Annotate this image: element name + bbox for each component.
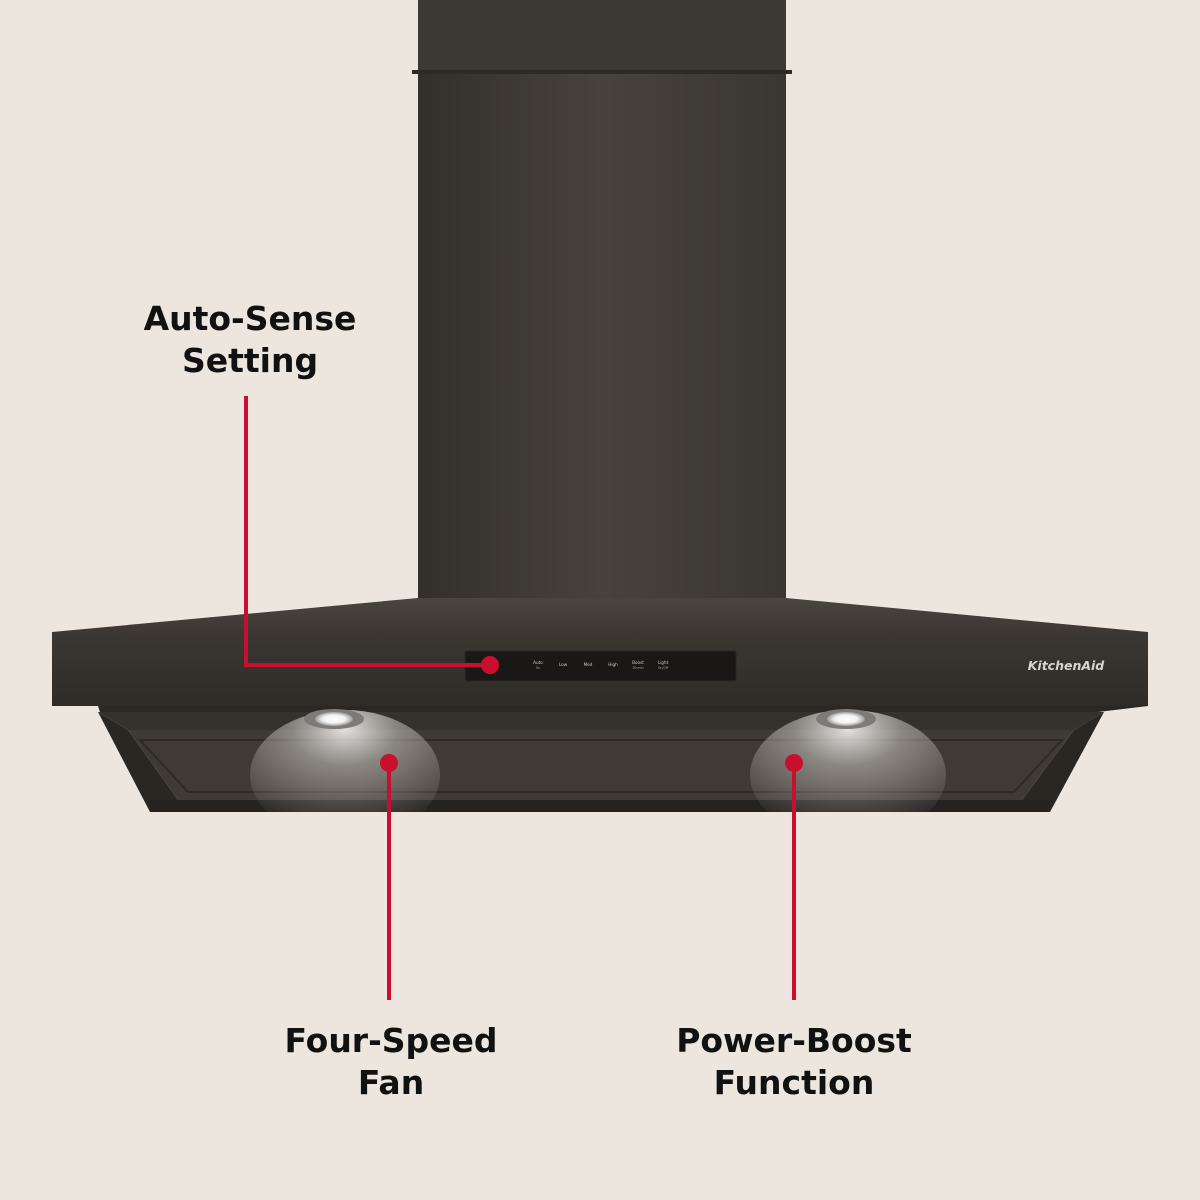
callout-four-speed-pointer (380, 754, 398, 1000)
callout-label-auto-sense: Auto-Sense Setting (144, 298, 357, 382)
callout-four-speed-line1: Four-Speed (284, 1021, 498, 1060)
lamp-left (304, 709, 364, 729)
light-beam-right (750, 710, 946, 840)
panel-button-label: Low (559, 662, 568, 667)
callout-power-boost-pointer (785, 754, 803, 1000)
callout-label-power-boost: Power-Boost Function (676, 1020, 912, 1104)
panel-button-med[interactable]: Med (584, 662, 593, 667)
callout-power-boost-line1: Power-Boost (676, 1021, 912, 1060)
callout-auto-sense-line2: Setting (181, 341, 319, 380)
panel-button-label: Boost (632, 660, 644, 665)
panel-button-low[interactable]: Low (559, 662, 568, 667)
brand-logo: KitchenAid (1028, 658, 1106, 673)
panel-button-high[interactable]: High (608, 662, 618, 667)
callout-four-speed-line2: Fan (357, 1063, 425, 1102)
callout-auto-sense-pointer (244, 396, 499, 674)
chimney (412, 0, 792, 600)
panel-button-label: Med (584, 662, 593, 667)
panel-button-sublabel: 30 min (632, 666, 643, 670)
panel-button-label: Light (658, 660, 669, 665)
canopy (52, 598, 1148, 632)
lamp-right (816, 709, 876, 729)
panel-button-sublabel: On/Off (658, 666, 669, 670)
panel-button-label: High (608, 662, 618, 667)
callout-auto-sense-line1: Auto-Sense (143, 299, 357, 338)
callout-power-boost-line2: Function (713, 1063, 875, 1102)
panel-button-label: Auto (533, 660, 543, 665)
light-beam-left (250, 710, 440, 840)
callout-label-four-speed: Four-Speed Fan (284, 1020, 497, 1104)
panel-button-sublabel: On (536, 666, 541, 670)
